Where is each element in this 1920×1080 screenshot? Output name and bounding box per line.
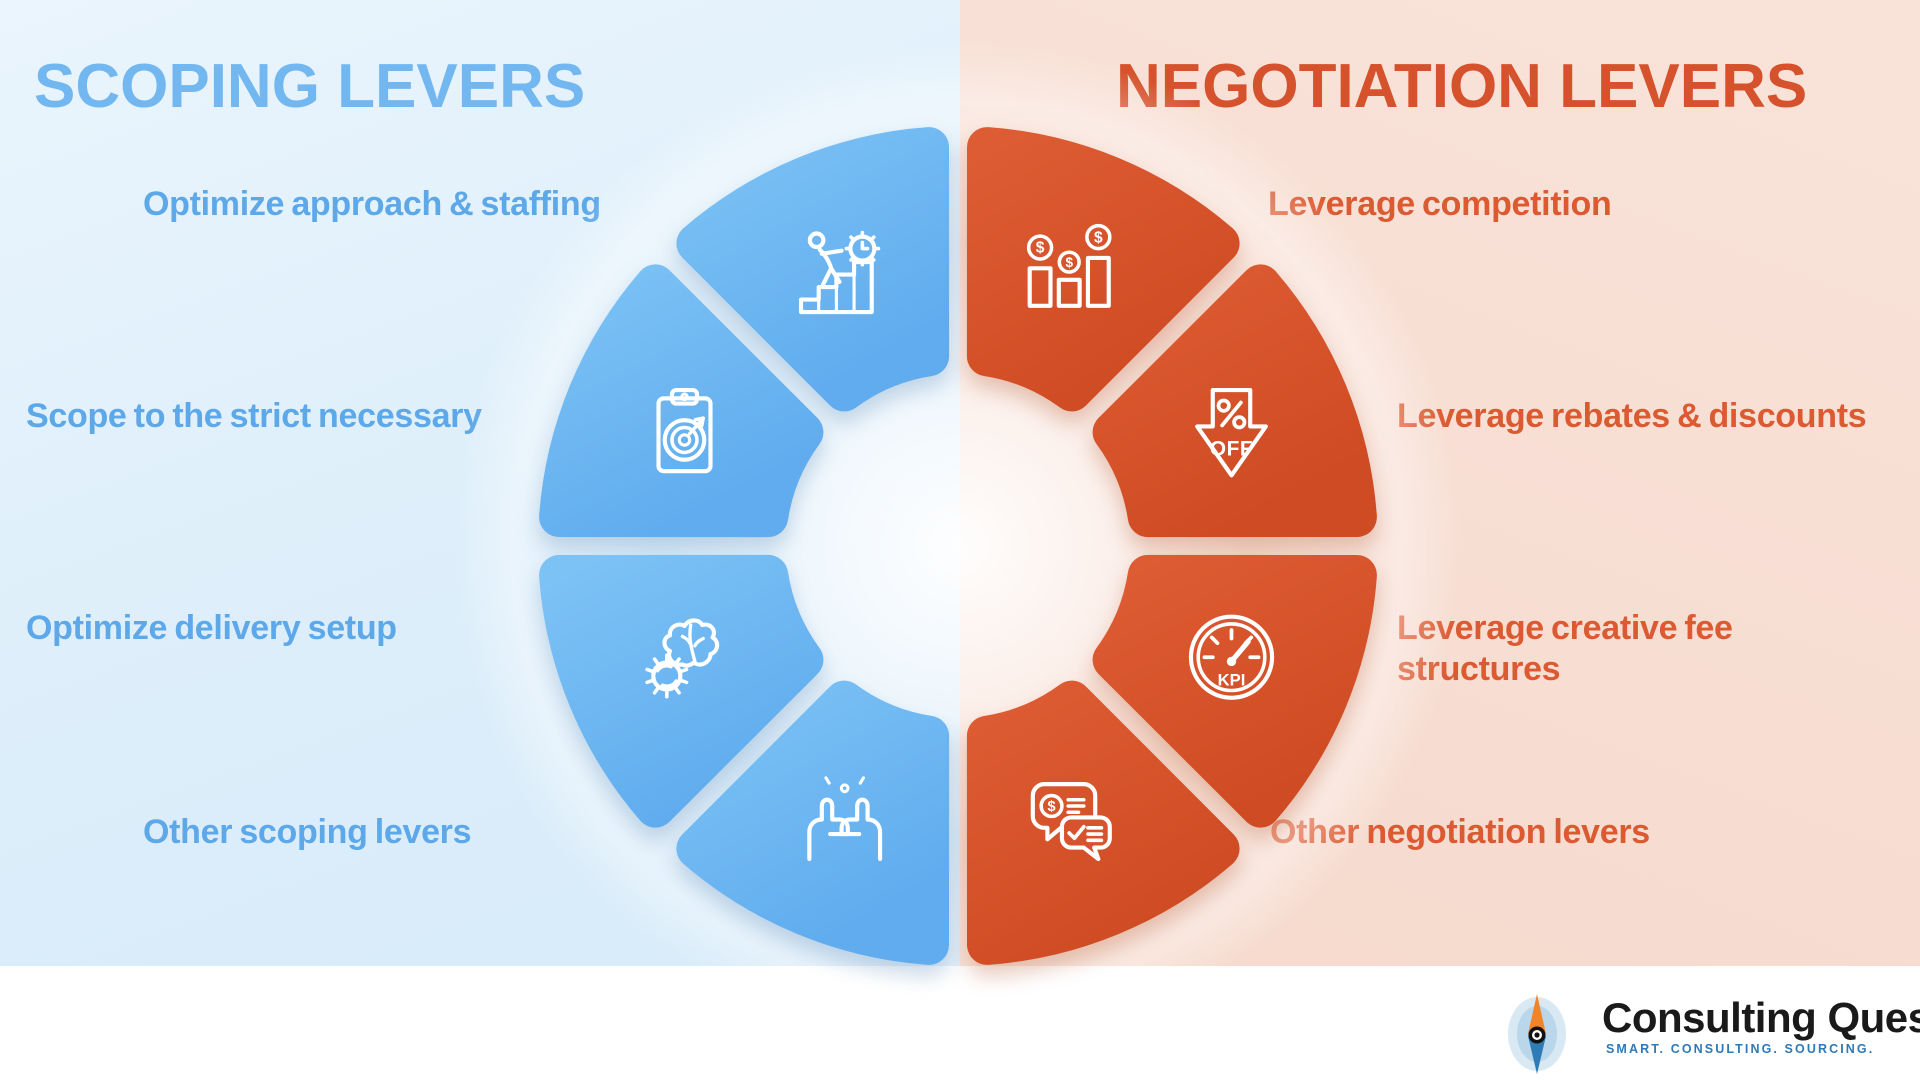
segment-leverage-competition <box>966 127 1240 412</box>
label-scope-strict-necessary: Scope to the strict necessary <box>26 397 482 435</box>
kpi-gauge-icon <box>1191 617 1272 698</box>
label-leverage-rebates-discounts: Leverage rebates & discounts <box>1397 397 1867 435</box>
segment-optimize-approach-staffing <box>676 127 950 412</box>
segment-scope-strict-necessary <box>539 264 824 538</box>
consulting-quest-logo: Consulting Quest SMART. CONSULTING. SOUR… <box>1506 988 1920 1080</box>
logo-name: Consulting Quest <box>1602 994 1920 1041</box>
scoping-title: SCOPING LEVERS <box>34 52 586 121</box>
label-optimize-approach-staffing: Optimize approach & staffing <box>143 185 601 223</box>
label-optimize-delivery-setup: Optimize delivery setup <box>26 609 397 647</box>
segment-optimize-delivery-setup <box>539 554 824 828</box>
segment-leverage-rebates-discounts <box>1092 264 1377 538</box>
compass-icon <box>1508 994 1566 1074</box>
label-other-scoping-levers: Other scoping levers <box>143 813 472 851</box>
logo-tagline: SMART. CONSULTING. SOURCING. <box>1606 1042 1875 1056</box>
donut-center-glow <box>668 256 1248 836</box>
negotiation-title: NEGOTIATION LEVERS <box>1116 52 1808 121</box>
